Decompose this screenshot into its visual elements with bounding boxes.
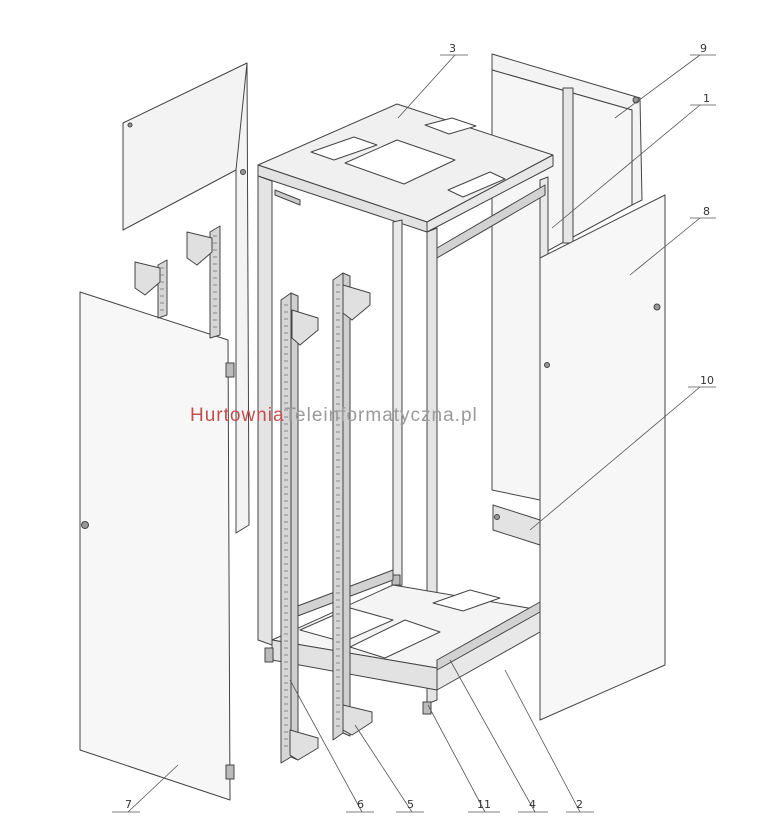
callout-5: 5	[354, 724, 424, 813]
callout-label: 11	[477, 798, 491, 811]
callout-label: 6	[357, 798, 364, 811]
callout-leader	[354, 724, 413, 813]
callout-label: 9	[700, 42, 707, 55]
front-door	[539, 194, 666, 721]
callout-label: 7	[125, 798, 132, 811]
callout-leader	[629, 217, 701, 276]
callout-leader	[397, 54, 456, 119]
callout-leader	[504, 669, 581, 813]
front-side-panel	[79, 291, 235, 801]
rail-perforations	[160, 235, 340, 747]
callout-10: 10	[529, 374, 716, 531]
callout-label: 4	[529, 798, 536, 811]
watermark: HurtowniaTeleinformatyczna.pl	[190, 405, 478, 426]
callout-leader	[614, 54, 701, 119]
callout-label: 2	[576, 798, 583, 811]
callout-label: 3	[449, 42, 456, 55]
watermark-part2: Teleinformatyczna.pl	[285, 405, 478, 426]
callouts: 3 9 1 8 10 7 6 5 11 4 2	[112, 42, 716, 813]
callout-label: 1	[703, 92, 710, 105]
left-side-panel	[122, 62, 250, 534]
callout-leader	[449, 659, 536, 813]
callout-9: 9	[614, 42, 716, 119]
callout-leader	[289, 679, 363, 813]
callout-leader	[529, 386, 701, 531]
callout-2: 2	[504, 669, 594, 813]
callout-leader	[127, 764, 179, 813]
callout-6: 6	[289, 679, 374, 813]
vertical-rails	[157, 225, 351, 764]
callout-leader	[551, 104, 701, 229]
callout-3: 3	[397, 42, 468, 119]
callout-11: 11	[427, 704, 500, 813]
callout-4: 4	[449, 659, 548, 813]
callout-1: 1	[551, 92, 716, 229]
callout-leader	[427, 704, 486, 813]
svg-text:HurtowniaTeleinformatyczna.pl: HurtowniaTeleinformatyczna.pl	[190, 405, 478, 426]
callout-7: 7	[112, 764, 179, 813]
callout-8: 8	[629, 205, 716, 276]
cable-bracket	[492, 504, 541, 546]
rail-brackets	[134, 231, 373, 761]
watermark-part1: Hurtownia	[190, 405, 285, 426]
callout-label: 5	[407, 798, 414, 811]
callout-label: 10	[700, 374, 714, 387]
callout-label: 8	[703, 205, 710, 218]
